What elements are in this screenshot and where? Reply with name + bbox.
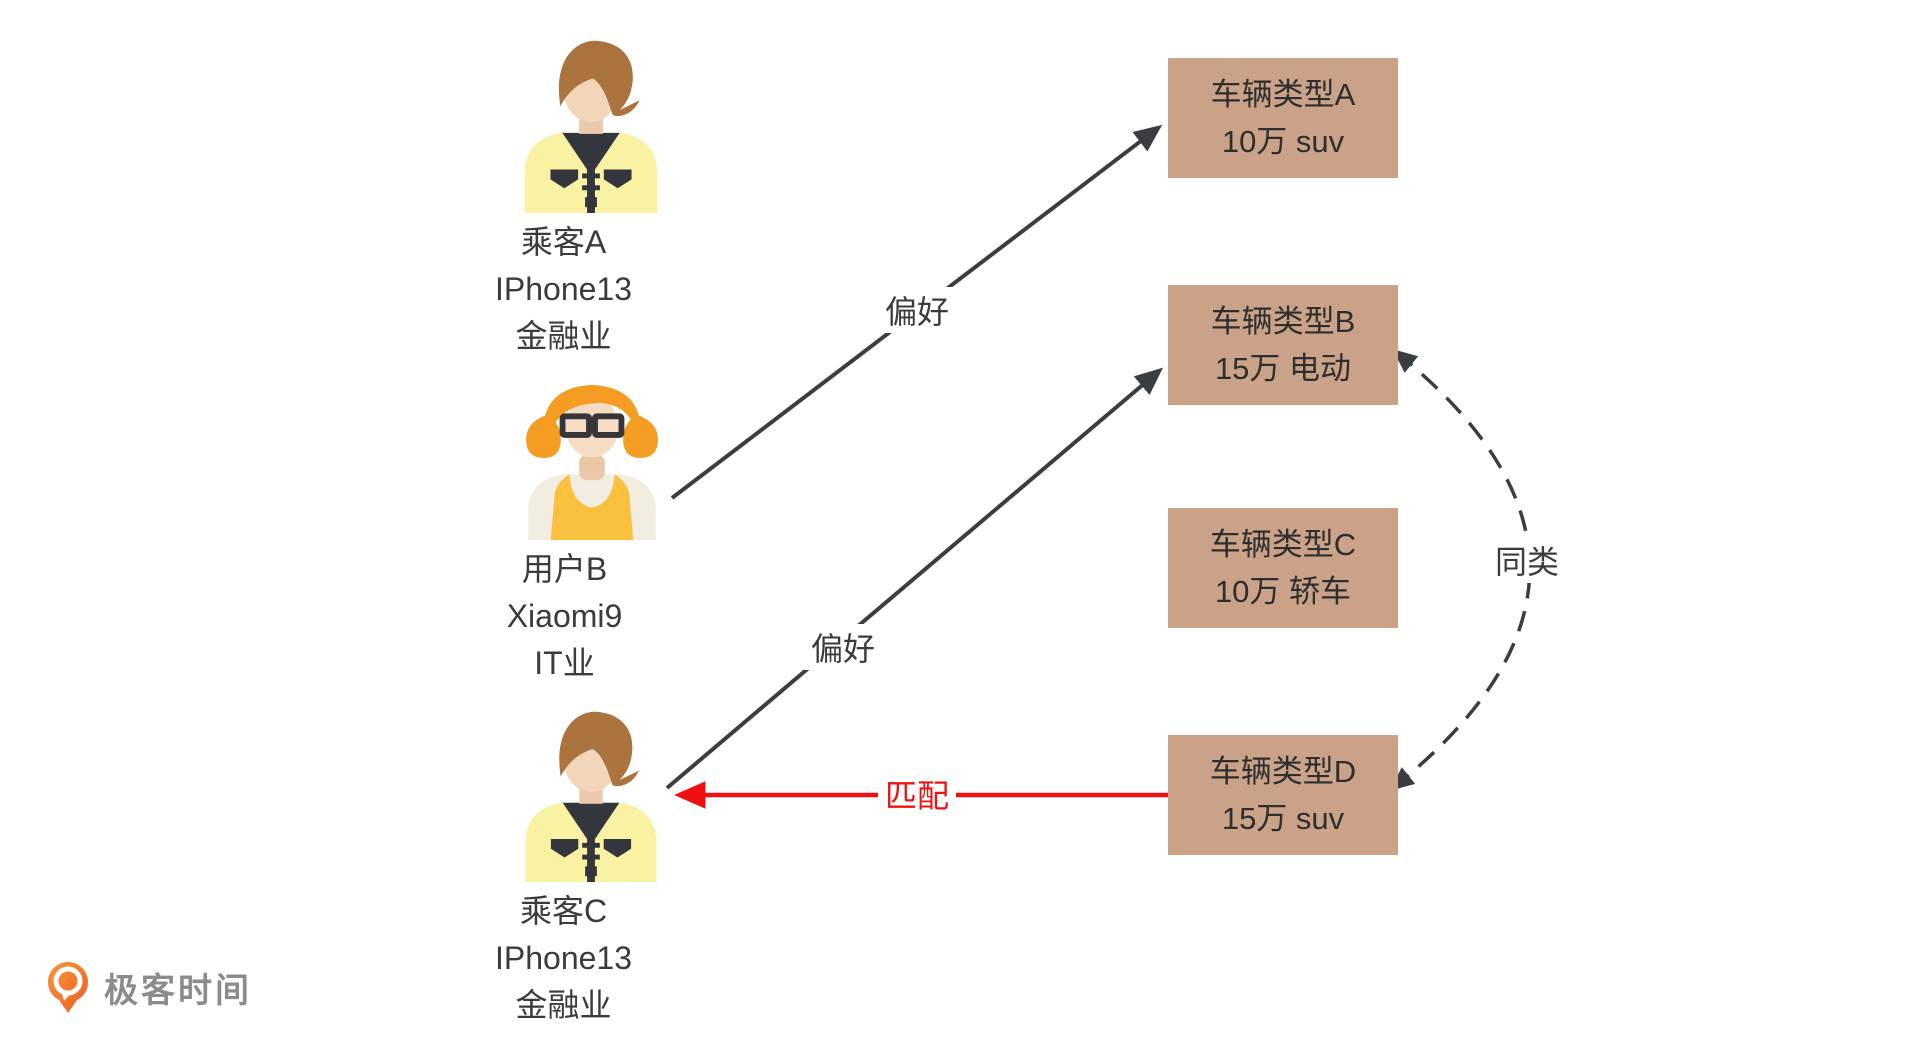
person-device: IPhone13 <box>494 940 632 976</box>
person-name: 用户B <box>521 551 608 587</box>
vehicle-title: 车辆类型A <box>1210 77 1356 112</box>
same-class-curve <box>1389 349 1532 791</box>
preference2-arrow <box>665 367 1164 790</box>
male-avatar <box>524 40 658 213</box>
match-label: 匹配 <box>877 771 957 817</box>
geektime-logo: 极客时间 <box>44 960 252 1014</box>
vehicle-subtitle: 10万 轿车 <box>1214 574 1352 609</box>
vehicle-title: 车辆类型B <box>1210 304 1356 339</box>
geektime-logo-icon <box>48 962 88 1013</box>
preference2-label: 偏好 <box>803 624 883 670</box>
vehicle-box-b: 车辆类型B 15万 电动 <box>1168 285 1398 405</box>
vehicle-subtitle: 10万 suv <box>1221 124 1345 159</box>
female-avatar <box>526 384 658 540</box>
person-device: IPhone13 <box>494 271 632 307</box>
person-industry: 金融业 <box>515 987 612 1023</box>
geektime-logo-text: 极客时间 <box>104 971 252 1010</box>
person-passenger-c: 乘客C IPhone13 金融业 <box>495 706 666 1029</box>
vehicle-box-a: 车辆类型A 10万 suv <box>1168 58 1398 178</box>
vehicle-subtitle: 15万 suv <box>1221 801 1345 836</box>
person-industry: IT业 <box>534 645 595 681</box>
person-passenger-a: 乘客A IPhone13 金融业 <box>495 35 666 360</box>
vehicle-subtitle: 15万 电动 <box>1214 351 1352 386</box>
person-industry: 金融业 <box>515 318 612 354</box>
person-user-b: 用户B Xiaomi9 IT业 <box>507 378 667 687</box>
vehicle-box-d: 车辆类型D 15万 suv <box>1168 735 1398 855</box>
vehicle-box-c: 车辆类型C 10万 轿车 <box>1168 508 1398 628</box>
male-avatar <box>525 711 657 882</box>
vehicle-title: 车辆类型C <box>1209 527 1357 562</box>
preference1-label: 偏好 <box>877 287 957 333</box>
vehicle-title: 车辆类型D <box>1209 754 1357 789</box>
person-name: 乘客C <box>519 893 608 929</box>
person-name: 乘客A <box>520 224 607 260</box>
same-class-label: 同类 <box>1487 537 1567 583</box>
person-device: Xiaomi9 <box>506 598 623 634</box>
